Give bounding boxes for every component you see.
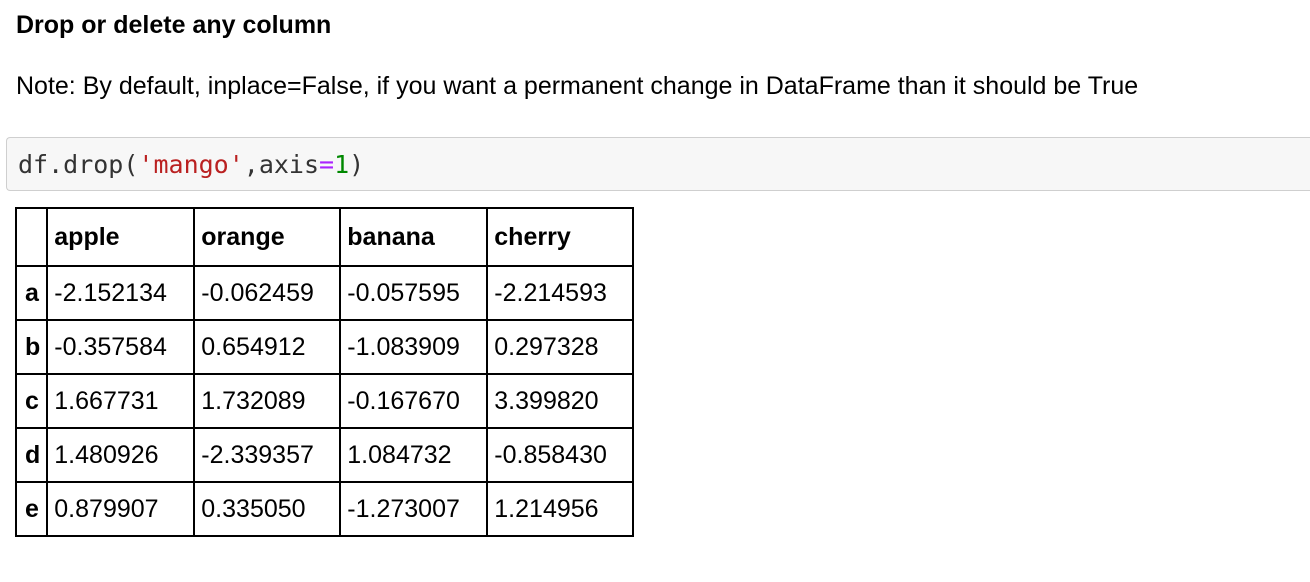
table-cell: -2.214593 — [486, 265, 635, 321]
row-index-cell: b — [14, 319, 49, 375]
code-equals-operator: = — [319, 150, 335, 179]
table-cell: 1.480926 — [46, 427, 196, 483]
code-number-literal: 1 — [334, 150, 350, 179]
table-cell: -1.083909 — [339, 319, 489, 375]
table-cell: 0.879907 — [46, 481, 196, 537]
code-line: df.drop('mango',axis=1) — [18, 151, 364, 179]
table-row: a -2.152134 -0.062459 -0.057595 -2.21459… — [14, 265, 635, 321]
table-cell: -0.357584 — [46, 319, 196, 375]
table-cell: 1.732089 — [193, 373, 342, 429]
column-header-cherry: cherry — [486, 207, 635, 267]
table-cell: 0.297328 — [486, 319, 635, 375]
index-header-cell — [14, 207, 49, 267]
table-cell: -2.339357 — [193, 427, 342, 483]
table-body: a -2.152134 -0.062459 -0.057595 -2.21459… — [14, 265, 635, 537]
row-index-cell: e — [14, 481, 49, 537]
table-row: e 0.879907 0.335050 -1.273007 1.214956 — [14, 481, 635, 537]
table-cell: -1.273007 — [339, 481, 489, 537]
row-index-cell: a — [14, 265, 49, 321]
dataframe-output-table: apple orange banana cherry a -2.152134 -… — [14, 207, 635, 537]
table-cell: -2.152134 — [46, 265, 196, 321]
code-separator: ,axis — [243, 150, 320, 179]
code-call-prefix: df.drop( — [18, 150, 139, 179]
table-cell: 1.084732 — [339, 427, 489, 483]
table-row: d 1.480926 -2.339357 1.084732 -0.858430 — [14, 427, 635, 483]
column-header-banana: banana — [339, 207, 489, 267]
row-index-cell: d — [14, 427, 49, 483]
table-cell: 0.335050 — [193, 481, 342, 537]
code-cell-input[interactable]: df.drop('mango',axis=1) — [6, 137, 1310, 191]
table-header-row: apple orange banana cherry — [14, 207, 635, 267]
section-heading: Drop or delete any column — [16, 11, 332, 39]
table-row: c 1.667731 1.732089 -0.167670 3.399820 — [14, 373, 635, 429]
table-header: apple orange banana cherry — [14, 207, 635, 267]
table-cell: 3.399820 — [486, 373, 635, 429]
column-header-apple: apple — [46, 207, 196, 267]
table-cell: -0.167670 — [339, 373, 489, 429]
column-header-orange: orange — [193, 207, 342, 267]
code-string-literal: 'mango' — [138, 150, 244, 179]
code-close-paren: ) — [349, 150, 365, 179]
table-cell: -0.057595 — [339, 265, 489, 321]
table-cell: 1.667731 — [46, 373, 196, 429]
row-index-cell: c — [14, 373, 49, 429]
table-cell: 0.654912 — [193, 319, 342, 375]
table-cell: -0.062459 — [193, 265, 342, 321]
table-row: b -0.357584 0.654912 -1.083909 0.297328 — [14, 319, 635, 375]
table-cell: 1.214956 — [486, 481, 635, 537]
note-text: Note: By default, inplace=False, if you … — [16, 72, 1139, 100]
table-cell: -0.858430 — [486, 427, 635, 483]
